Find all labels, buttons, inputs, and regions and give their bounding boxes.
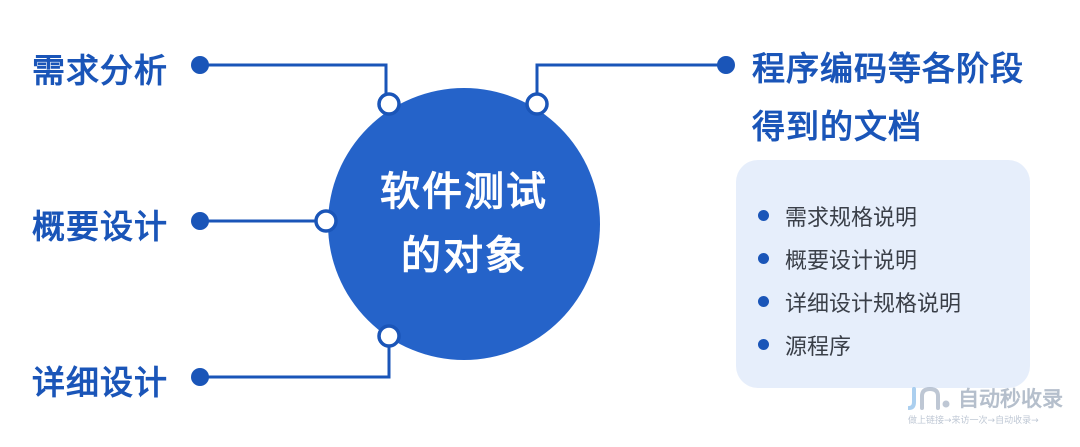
list-item-label: 源程序 xyxy=(785,334,852,360)
connector-detailed-design xyxy=(200,336,391,379)
center-title-line2: 的对象 xyxy=(401,233,527,279)
bullet-icon xyxy=(758,339,769,350)
ring-coding-docs xyxy=(525,92,549,116)
right-title-line2: 得到的文档 xyxy=(752,107,922,146)
bullet-icon xyxy=(758,253,769,264)
list-item-label: 详细设计规格说明 xyxy=(785,291,962,317)
ring-detailed-design xyxy=(377,324,401,348)
label-requirements-analysis: 需求分析 xyxy=(32,51,168,90)
bullet-icon xyxy=(758,296,769,307)
list-item-label: 概要设计说明 xyxy=(785,248,918,274)
center-circle: 软件测试 的对象 xyxy=(328,88,600,360)
list-item: 需求规格说明 xyxy=(758,194,961,237)
document-panel: 需求规格说明 概要设计说明 详细设计规格说明 源程序 xyxy=(736,160,1030,388)
watermark: 自动秒收录 做上链接→来访一次→自动收录→ xyxy=(908,383,1066,431)
dot-detailed-design xyxy=(191,368,209,386)
connector-requirements xyxy=(200,63,388,104)
center-title-line1: 软件测试 xyxy=(380,169,548,215)
right-title-line1: 程序编码等各阶段 xyxy=(752,49,1024,88)
dot-coding-docs xyxy=(717,56,735,74)
document-list: 需求规格说明 概要设计说明 详细设计规格说明 源程序 xyxy=(758,194,961,366)
list-item: 概要设计说明 xyxy=(758,237,961,280)
list-item-label: 需求规格说明 xyxy=(785,205,918,231)
list-item: 源程序 xyxy=(758,323,961,366)
bullet-icon xyxy=(758,210,769,221)
connector-coding-docs xyxy=(535,63,726,104)
ring-requirements xyxy=(377,92,401,116)
dot-high-level-design xyxy=(191,212,209,230)
label-detailed-design: 详细设计 xyxy=(32,363,168,402)
ring-high-level-design xyxy=(314,209,338,233)
right-title: 程序编码等各阶段 得到的文档 xyxy=(752,40,1024,156)
watermark-tagline: 做上链接→来访一次→自动收录→ xyxy=(908,416,1039,426)
watermark-logo-icon xyxy=(908,386,950,410)
list-item: 详细设计规格说明 xyxy=(758,280,961,323)
dot-requirements xyxy=(191,56,209,74)
label-high-level-design: 概要设计 xyxy=(32,207,168,246)
watermark-name: 自动秒收录 xyxy=(958,387,1063,411)
